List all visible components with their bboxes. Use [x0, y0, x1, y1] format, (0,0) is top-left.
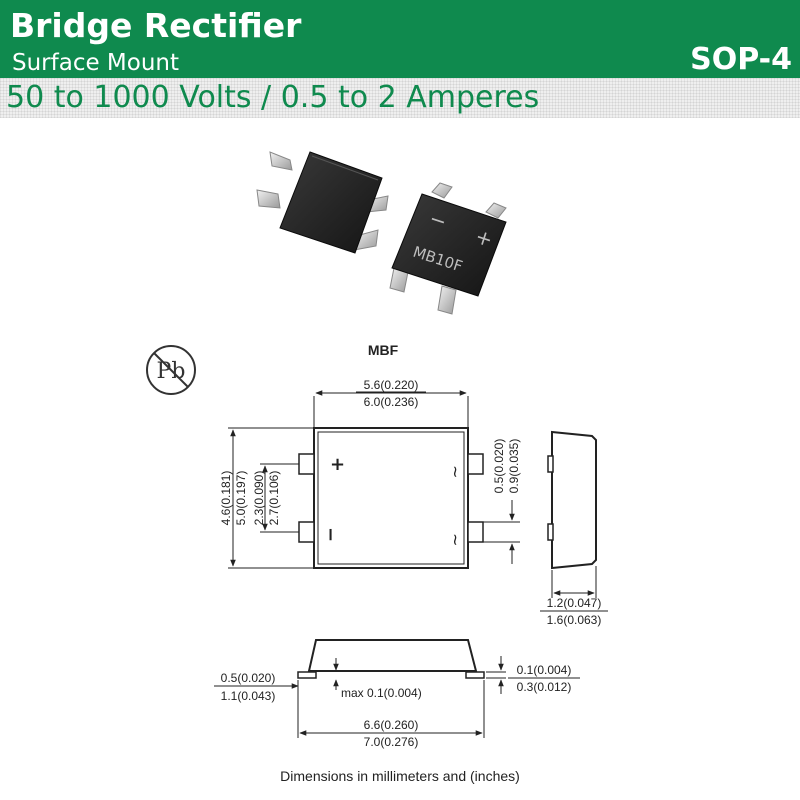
chip-photo-right: − + MB10F	[389, 182, 507, 315]
lead-length-max: 1.1(0.043)	[221, 689, 276, 703]
pin-pitch-min: 2.3(0.090)	[252, 471, 266, 526]
chip-photo-left	[256, 151, 389, 254]
body-height-max: 5.0(0.197)	[234, 471, 248, 526]
package-label: SOP-4	[690, 42, 792, 77]
pin-minus-label: −	[320, 527, 341, 542]
top-view: + − ~ ~ 5.6(0.220) 6.0(0.236) 4.6(0.181)…	[219, 378, 521, 569]
side-thickness-max: 1.6(0.063)	[547, 613, 602, 627]
standoff-label: max 0.1(0.004)	[341, 686, 422, 700]
lead-free-icon: Pb	[146, 345, 196, 395]
header-banner	[0, 0, 800, 78]
rating-band	[0, 78, 800, 118]
top-width-min: 5.6(0.220)	[364, 378, 419, 392]
pb-symbol-text: Pb	[157, 359, 186, 384]
side-view: 1.2(0.047) 1.6(0.063)	[540, 430, 608, 627]
top-width-max: 6.0(0.236)	[364, 395, 419, 409]
lead-thickness-max: 0.3(0.012)	[517, 680, 572, 694]
product-title: Bridge Rectifier	[10, 6, 302, 45]
dimensions-caption: Dimensions in millimeters and (inches)	[280, 768, 520, 784]
lead-length-min: 0.5(0.020)	[221, 671, 276, 685]
pin-plus-label: +	[330, 454, 345, 475]
total-width-max: 7.0(0.276)	[364, 735, 419, 749]
pin-width-max: 0.9(0.035)	[507, 439, 521, 494]
rating-text: 50 to 1000 Volts / 0.5 to 2 Amperes	[6, 80, 540, 115]
drawing-title: MBF	[368, 342, 399, 358]
side-thickness-min: 1.2(0.047)	[547, 596, 602, 610]
pin-width-min: 0.5(0.020)	[492, 439, 506, 494]
chip-minus-mark: −	[426, 206, 449, 234]
chip-plus-mark: +	[472, 224, 495, 252]
pin-ac-label-bottom: ~	[446, 533, 465, 546]
pin-pitch-max: 2.7(0.106)	[267, 471, 281, 526]
front-view: 0.5(0.020) 1.1(0.043) max 0.1(0.004) 0.1…	[214, 639, 580, 749]
pin-ac-label-top: ~	[446, 465, 465, 478]
body-height-min: 4.6(0.181)	[219, 471, 233, 526]
lead-thickness-min: 0.1(0.004)	[517, 663, 572, 677]
product-subtitle: Surface Mount	[12, 50, 180, 76]
total-width-min: 6.6(0.260)	[364, 718, 419, 732]
